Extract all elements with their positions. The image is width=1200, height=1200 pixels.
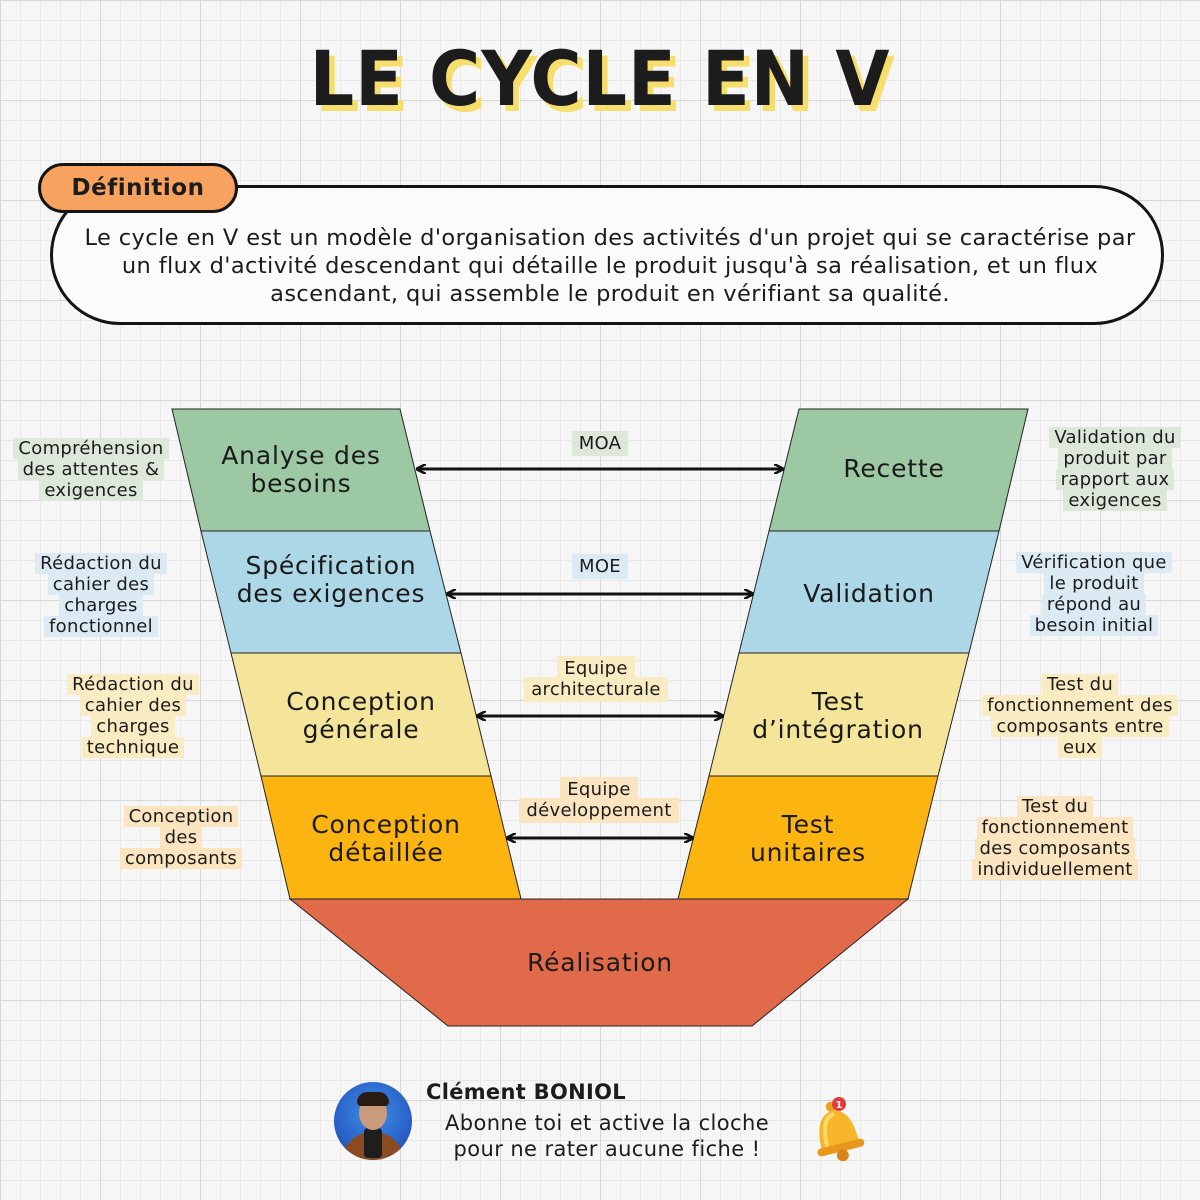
- page-title: LE CYCLE EN V: [309, 34, 891, 123]
- stage-specification: Spécification des exigences: [236, 551, 426, 608]
- stage-test-integration: Test d’intégration: [752, 687, 924, 744]
- note-conception-detaillee: Conception des composants: [111, 806, 251, 869]
- note-test-unitaires: Test du fonctionnement des composants in…: [964, 796, 1146, 880]
- stage-recette: Recette: [843, 454, 945, 483]
- note-validation: Vérification que le produit répond au be…: [1016, 552, 1172, 636]
- note-recette: Validation du produit par rapport aux ex…: [1040, 427, 1190, 511]
- stage-realisation-shape: [288, 898, 910, 1027]
- author-avatar: [334, 1082, 412, 1160]
- note-analyse-besoins: Compréhension des attentes & exigences: [6, 438, 176, 501]
- definition-box: [50, 185, 1164, 325]
- link-label-moa: MOA: [550, 431, 650, 456]
- author-name: Clément BONIOL: [426, 1080, 626, 1104]
- definition-tag: Définition: [38, 163, 238, 213]
- notification-badge: 1: [836, 1100, 843, 1111]
- link-label-architecture: Equipe architecturale: [516, 656, 676, 702]
- note-specification: Rédaction du cahier des charges fonction…: [26, 553, 176, 637]
- note-conception-generale: Rédaction du cahier des charges techniqu…: [58, 674, 208, 758]
- stage-realisation: Réalisation: [527, 948, 673, 977]
- stage-analyse-besoins: Analyse des besoins: [221, 441, 381, 498]
- stage-validation: Validation: [803, 579, 935, 608]
- stage-conception-generale: Conception générale: [286, 687, 436, 744]
- stage-test-unitaires: Test unitaires: [749, 810, 867, 867]
- definition-text: Le cycle en V est un modèle d'organisati…: [84, 225, 1136, 307]
- bell-icon: 1: [817, 1097, 865, 1162]
- link-label-developpement: Equipe développement: [509, 777, 689, 823]
- note-test-integration: Test du fonctionnement des composants en…: [972, 674, 1188, 758]
- subscribe-tagline: Abonne toi et active la cloche pour ne r…: [444, 1111, 770, 1161]
- stage-conception-detaillee: Conception détaillée: [311, 810, 461, 867]
- link-label-moe: MOE: [550, 554, 650, 579]
